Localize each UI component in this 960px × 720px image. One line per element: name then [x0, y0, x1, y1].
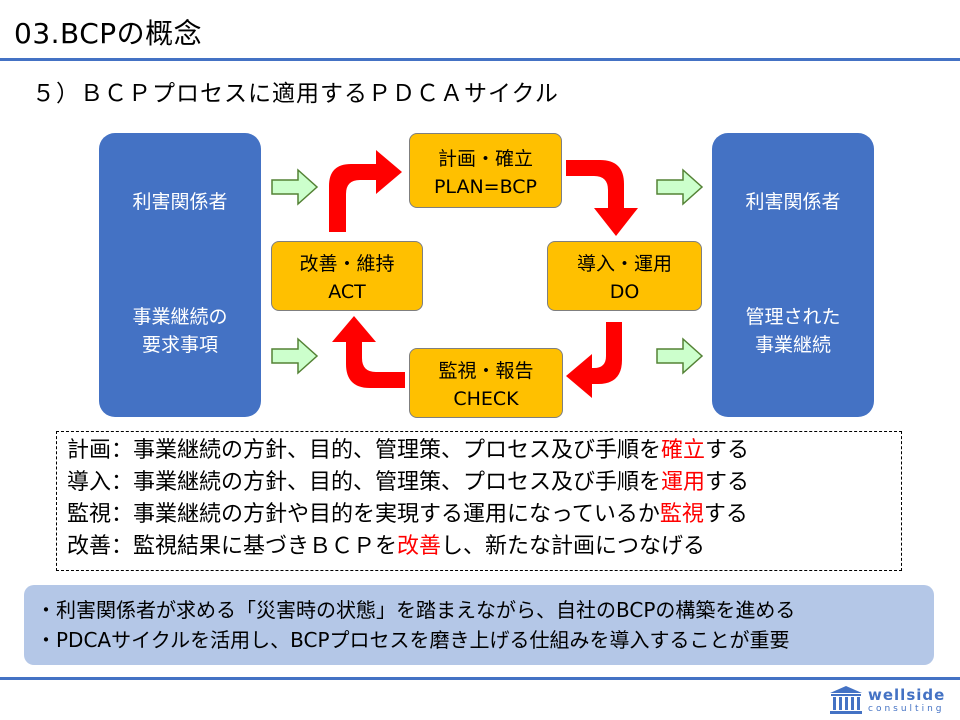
check-title: 監視・報告 [438, 360, 534, 382]
green-arrow-right-bottom [656, 337, 704, 375]
summary-notes-box: ・利害関係者が求める「災害時の状態」を踏まえながら、自社のBCPの構築を進める … [24, 585, 934, 665]
act-title: 改善・維持 [299, 253, 395, 275]
logo-subtext: consulting [868, 704, 945, 714]
act-box: 改善・維持 ACT [271, 241, 423, 311]
act-subtitle: ACT [328, 281, 366, 303]
definition-plan: 計画：事業継続の方針、目的、管理策、プロセス及び手順を確立する [67, 435, 749, 467]
check-box: 監視・報告 CHECK [409, 348, 563, 418]
plan-box: 計画・確立 PLAN=BCP [409, 133, 562, 208]
definition-suffix: する [705, 438, 750, 463]
green-arrow-left-bottom [271, 337, 319, 375]
do-box: 導入・運用 DO [547, 241, 702, 311]
definition-suffix: する [703, 502, 748, 527]
section-subtitle: ５）ＢＣＰプロセスに適用するＰＤＣＡサイクル [32, 81, 559, 107]
definition-text: 監視：事業継続の方針や目的を実現する運用になっているか [67, 502, 660, 527]
definitions-box: 計画：事業継続の方針、目的、管理策、プロセス及び手順を確立する 導入：事業継続の… [56, 431, 902, 571]
building-columns-icon [830, 686, 862, 714]
title-divider [0, 58, 960, 61]
definition-text: 導入：事業継続の方針、目的、管理策、プロセス及び手順を [67, 470, 662, 495]
left-box-label: 利害関係者 [132, 191, 228, 213]
definition-highlight: 改善 [397, 534, 442, 559]
plan-title: 計画・確立 [437, 148, 533, 170]
summary-note: ・利害関係者が求める「災害時の状態」を踏まえながら、自社のBCPの構築を進める [36, 598, 796, 622]
check-subtitle: CHECK [453, 388, 519, 410]
definition-do: 導入：事業継続の方針、目的、管理策、プロセス及び手順を運用する [67, 467, 749, 499]
definition-check: 監視：事業継続の方針や目的を実現する運用になっているか監視する [67, 499, 748, 531]
definition-highlight: 確立 [661, 438, 706, 463]
red-arrow-do-to-check [566, 322, 622, 398]
definition-suffix: する [705, 470, 750, 495]
footer-divider [0, 677, 960, 680]
green-arrow-left-top [271, 168, 319, 206]
left-box-requirement-line2: 要求事項 [141, 334, 218, 356]
plan-subtitle: PLAN=BCP [433, 176, 538, 198]
summary-note: ・PDCAサイクルを活用し、BCPプロセスを磨き上げる仕組みを導入することが重要 [36, 628, 790, 652]
definition-highlight: 監視 [659, 502, 704, 527]
stakeholder-requirements-box: 利害関係者 事業継続の 要求事項 [99, 133, 261, 417]
right-box-outcome-line1: 管理された [745, 306, 841, 328]
green-arrow-right-top [656, 168, 704, 206]
right-box-label: 利害関係者 [745, 191, 841, 213]
company-logo: wellside consulting [828, 684, 956, 718]
do-title: 導入・運用 [576, 253, 672, 275]
definition-highlight: 運用 [661, 470, 706, 495]
definition-text: 改善：監視結果に基づきＢＣＰを [67, 534, 398, 559]
left-box-requirement-line1: 事業継続の [132, 306, 228, 328]
do-subtitle: DO [609, 281, 640, 303]
stakeholder-outcome-box: 利害関係者 管理された 事業継続 [712, 133, 874, 417]
red-arrow-check-to-act [332, 316, 405, 388]
definition-text: 計画：事業継続の方針、目的、管理策、プロセス及び手順を [67, 438, 662, 463]
logo-name: wellside [868, 686, 946, 704]
red-arrow-act-to-plan [329, 150, 402, 232]
definition-act: 改善：監視結果に基づきＢＣＰを改善し、新たな計画につなげる [67, 531, 705, 563]
slide-title: 03.BCPの概念 [14, 17, 203, 50]
definition-suffix: し、新たな計画につなげる [441, 534, 706, 559]
red-arrow-plan-to-do [566, 160, 638, 236]
right-box-outcome-line2: 事業継続 [754, 334, 831, 356]
